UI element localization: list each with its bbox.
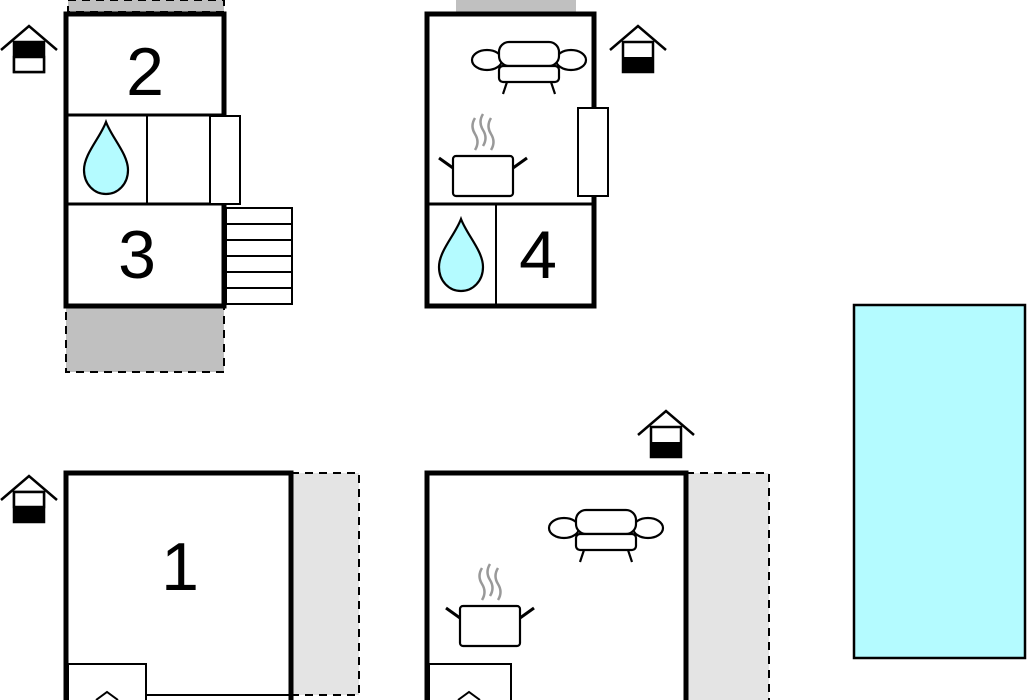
house-level-icon (0, 24, 59, 74)
room-label: 1 (161, 529, 199, 605)
room-label: 2 (126, 34, 164, 110)
room-label: 3 (118, 217, 156, 293)
entry-box (428, 663, 512, 700)
terrace (290, 472, 360, 696)
terrace (67, 0, 225, 13)
entry-box (67, 663, 147, 700)
counter (577, 107, 609, 197)
pool (852, 303, 1027, 660)
terrace (65, 305, 225, 373)
stairs-icon (225, 207, 293, 305)
house-level-icon (0, 474, 59, 524)
building-bottom-left: 1 (0, 470, 360, 700)
building-top-middle: 4 (424, 0, 668, 309)
terrace (456, 0, 576, 12)
house-level-icon (636, 409, 696, 459)
building-bottom-middle (424, 409, 770, 700)
house-level-icon (608, 24, 668, 74)
room-label: 4 (519, 217, 557, 293)
counter (209, 115, 241, 205)
building-top-left: 2 3 (0, 0, 293, 373)
terrace (685, 472, 770, 700)
